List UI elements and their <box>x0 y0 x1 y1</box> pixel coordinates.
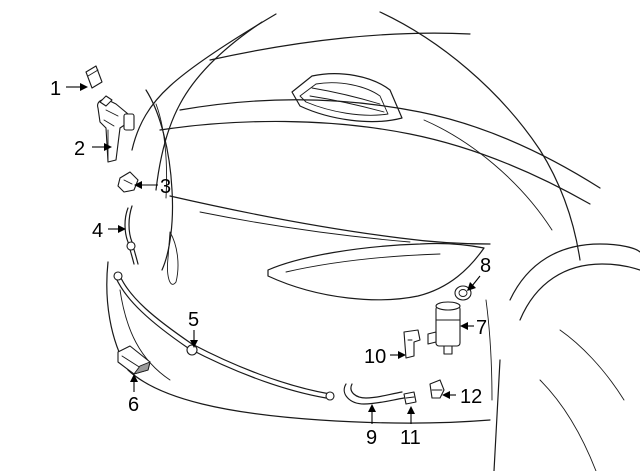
callout-10: 10 <box>364 346 386 368</box>
part-12-elbow-fitting <box>429 379 445 399</box>
callout-12: 12 <box>460 386 482 408</box>
part-10-elbow-hose <box>403 329 421 359</box>
part-8-grommet <box>454 285 472 301</box>
part-1-cap <box>85 65 103 89</box>
part-6-bracket <box>117 345 151 375</box>
callout-2: 2 <box>74 138 85 160</box>
part-3-clip <box>117 171 139 193</box>
callout-5: 5 <box>188 309 199 331</box>
callout-6: 6 <box>128 394 139 416</box>
part-2-washer-nozzle <box>97 95 135 163</box>
part-7-washer-pump <box>427 301 461 355</box>
callout-4: 4 <box>92 220 103 242</box>
part-9-hose <box>343 383 405 405</box>
callout-labels: 1 2 3 4 5 6 7 8 9 10 11 12 <box>50 78 491 449</box>
callout-9: 9 <box>366 427 377 449</box>
part-4-hose <box>124 205 139 265</box>
callout-1: 1 <box>50 78 61 100</box>
vehicle-body-outline <box>106 11 640 471</box>
part-5-washer-hose <box>113 271 335 401</box>
callout-7: 7 <box>476 317 487 339</box>
callout-3: 3 <box>160 176 171 198</box>
part-11-connector <box>403 391 417 405</box>
callout-11: 11 <box>400 427 421 449</box>
leader-lines <box>66 83 481 424</box>
callout-8: 8 <box>480 255 491 277</box>
